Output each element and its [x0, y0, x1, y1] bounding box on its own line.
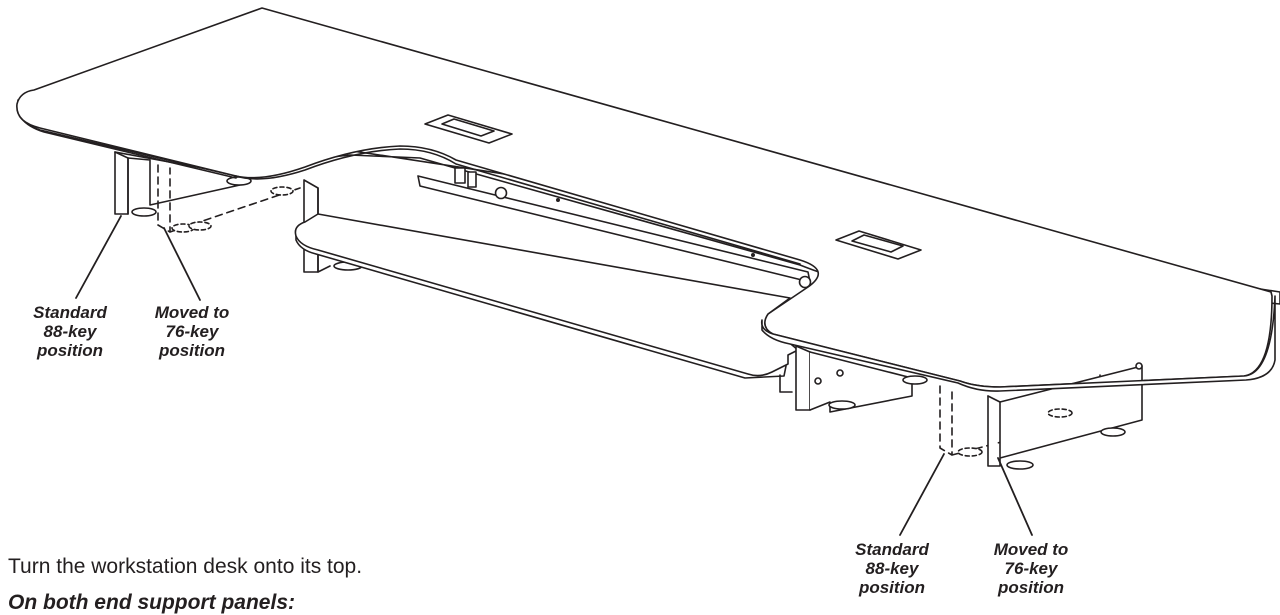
- right-end-foot-moved-2: [1047, 408, 1073, 418]
- left-foot-moved-2: [188, 221, 212, 231]
- leader-right-standard: [899, 453, 945, 536]
- rail-screw-1: [494, 186, 508, 200]
- right-wing-edge: [760, 295, 1276, 392]
- leader-left-standard: [75, 215, 122, 299]
- callout-left-standard-88-key: Standard 88-key position: [33, 303, 107, 360]
- rear-cross-rail: [417, 167, 812, 289]
- left-foot-moved-3: [270, 186, 294, 196]
- cable-grommet-2: [835, 230, 922, 260]
- callout-right-standard-88-key: Standard 88-key position: [855, 540, 929, 597]
- right-wing-foot-1: [828, 400, 856, 410]
- right-end-foot-2: [1100, 427, 1126, 437]
- instruction-subheading: On both end support panels:: [8, 591, 295, 614]
- leader-left-moved: [163, 227, 201, 301]
- left-end-support: [114, 151, 301, 233]
- rail-screw-2: [798, 275, 812, 289]
- instruction-text: Turn the workstation desk onto its top.: [8, 555, 363, 578]
- cable-grommet-1: [424, 114, 513, 144]
- right-wing-foot-2: [902, 375, 928, 385]
- callout-left-moved-76-key: Moved to 76-key position: [154, 303, 230, 360]
- right-end-support: [939, 362, 1143, 470]
- right-wing-bracket: [779, 345, 928, 413]
- left-foot-1: [131, 207, 157, 217]
- callout-right-moved-76-key: Moved to 76-key position: [993, 540, 1069, 597]
- callout-leader-lines: [75, 215, 1033, 536]
- leader-right-moved: [997, 457, 1033, 536]
- right-end-foot-moved-1: [957, 447, 983, 457]
- right-end-foot-1: [1006, 460, 1034, 470]
- keyboard-tray: [294, 213, 799, 379]
